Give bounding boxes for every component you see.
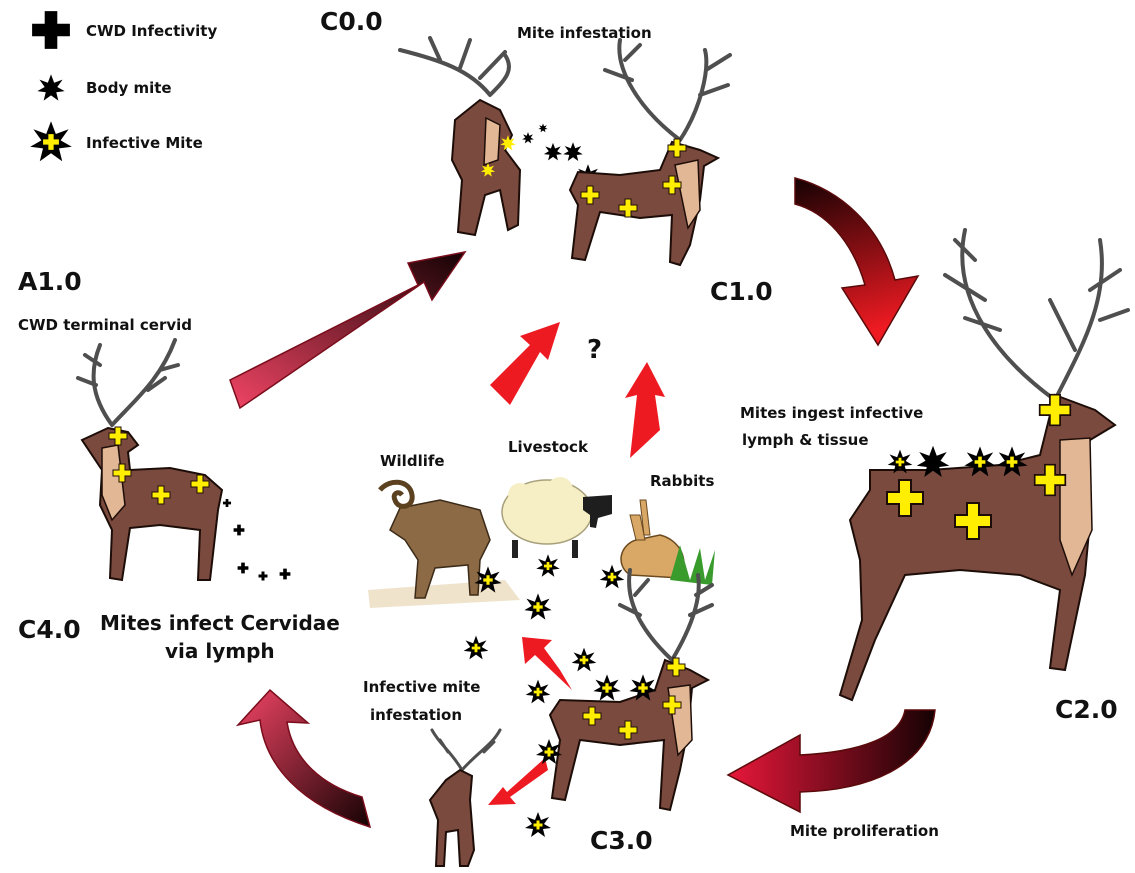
stage-label-c2: C2.0 — [1055, 695, 1118, 724]
stage-label-c0: C0.0 — [320, 7, 383, 36]
deer-c0 — [400, 38, 520, 235]
arrow-c3-to-wildlife — [522, 637, 572, 690]
stage-label-a1: A1.0 — [18, 267, 82, 296]
caption-cwd-terminal-cervid: CWD terminal cervid — [18, 316, 192, 334]
caption-mites-ingest-line2: lymph & tissue — [742, 431, 869, 449]
caption-mites-ingest-line1: Mites ingest infective — [740, 404, 923, 422]
deer-c1 — [570, 40, 730, 265]
arrow-c3-to-young-deer — [488, 758, 548, 805]
legend-body-mite-label: Body mite — [86, 79, 172, 97]
caption-infective-infestation-line2: infestation — [370, 706, 462, 724]
arrow-rabbits-to-c1 — [625, 362, 665, 458]
legend-infectivity-label: CWD Infectivity — [86, 22, 217, 40]
caption-mite-infestation: Mite infestation — [517, 24, 652, 42]
caption-livestock: Livestock — [508, 438, 589, 456]
caption-mites-infect-line2: via lymph — [165, 639, 275, 663]
caption-rabbits: Rabbits — [650, 472, 714, 490]
stage-label-c1: C1.0 — [710, 277, 773, 306]
deer-c3 — [550, 570, 712, 810]
legend: CWD Infectivity Body mite Infective Mite — [30, 11, 217, 161]
caption-mite-proliferation: Mite proliferation — [790, 822, 939, 840]
black-star-icon — [37, 74, 64, 100]
arrow-wildlife-to-c1 — [490, 322, 560, 405]
arrow-c1-to-c2 — [795, 178, 918, 345]
caption-wildlife: Wildlife — [380, 452, 445, 470]
black-plus-icon — [32, 11, 70, 49]
stage-label-c3: C3.0 — [590, 826, 653, 855]
arrow-c3-to-c4 — [238, 690, 370, 827]
stage-label-c4: C4.0 — [18, 615, 81, 644]
livestock-sheep — [502, 477, 612, 577]
caption-mites-infect-line1: Mites infect Cervidae — [100, 611, 340, 635]
arrow-a1-to-c1 — [230, 252, 465, 408]
young-deer — [430, 730, 500, 866]
wildlife-bighorn-sheep — [368, 482, 520, 608]
arrow-c2-to-c3 — [728, 710, 935, 812]
caption-question-mark: ? — [587, 335, 602, 365]
legend-infective-mite-label: Infective Mite — [86, 134, 203, 152]
yellow-plus-star-icon — [30, 121, 72, 161]
caption-infective-infestation-line1: Infective mite — [363, 678, 480, 696]
